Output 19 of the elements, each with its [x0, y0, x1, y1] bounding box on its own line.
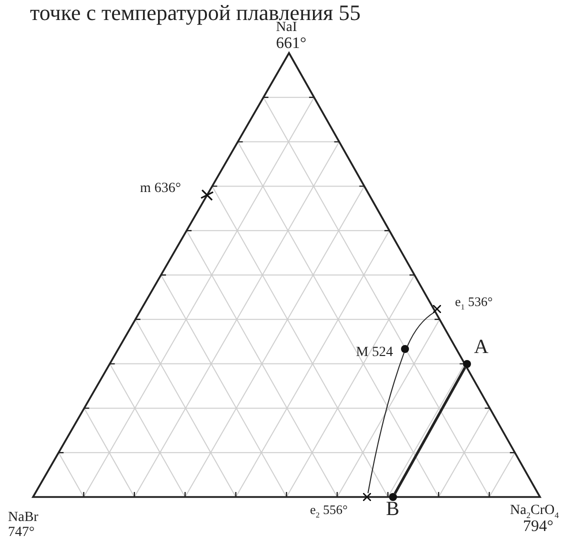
point-dot: [463, 360, 471, 368]
eutectic-cross: [363, 493, 371, 501]
eutectic-cross: [433, 305, 441, 313]
point-label: A: [474, 336, 488, 358]
point-label: e$_{1}$ 536°: [455, 295, 493, 312]
vertex-label: 794°: [523, 518, 554, 536]
point-dot: [401, 345, 409, 353]
tie-line: [394, 366, 466, 494]
point-dot: [389, 493, 397, 501]
point-label: M 524: [356, 345, 393, 360]
boundary-curve: [407, 312, 435, 346]
boundary-curve: [368, 352, 404, 494]
point-label: B: [386, 498, 400, 520]
vertex-label: Na$_{2}$CrO$_{4}$: [510, 503, 559, 520]
point-label: e$_{2}$ 556°: [310, 503, 348, 520]
vertex-label: 661°: [276, 35, 306, 53]
vertex-label: NaBr: [8, 510, 38, 526]
vertex-label: m 636°: [140, 181, 181, 196]
vertex-label: 747°: [8, 525, 35, 540]
